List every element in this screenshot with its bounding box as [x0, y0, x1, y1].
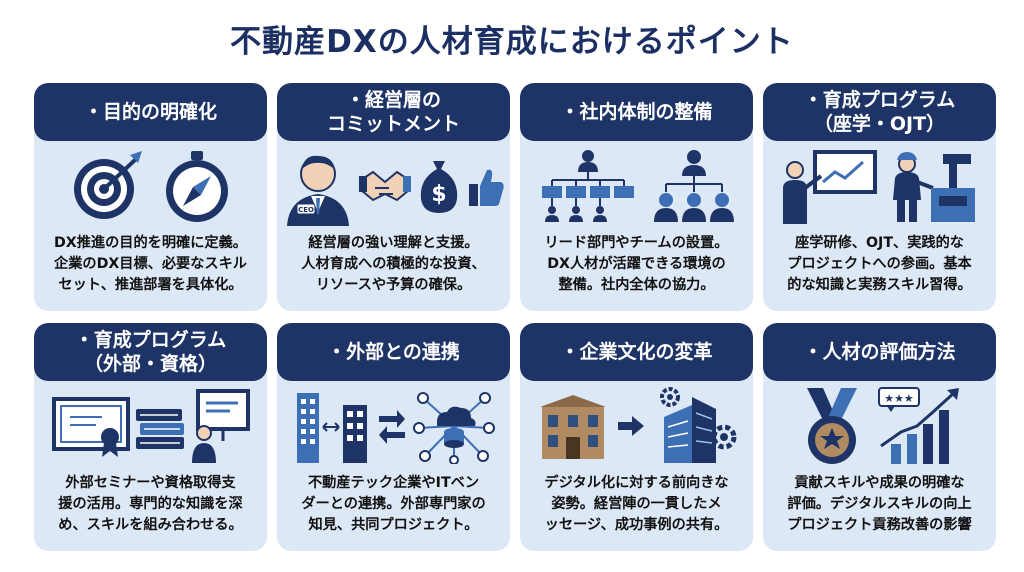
modern-building-icon: [659, 387, 736, 463]
org-chart-icon: [541, 150, 634, 222]
description-line: 不動産テック企業やITベン: [307, 475, 480, 491]
card-icons: CEO $: [277, 141, 510, 231]
page-title: 不動産DXの人材育成におけるポイント: [230, 24, 794, 60]
description-line: 的な知識と実務スキル習得。: [787, 277, 972, 293]
card-description: 外部セミナーや資格取得支 援の活用。専門的な知識を深 め、スキルを組み合わせる。: [34, 471, 267, 536]
description-line: 評価。デジタルスキルの向上: [787, 496, 972, 512]
description-line: DX人材が活躍できる環境の: [547, 256, 726, 272]
medal-icon: [806, 388, 857, 464]
exchange-arrows-icon: [378, 410, 405, 444]
arrow-right-icon: [617, 416, 644, 436]
card-heading: ・社内体制の整備: [520, 83, 753, 141]
card-description: 座学研修、OJT、実践的な プロジェクトへの参画。基本 的な知識と実務スキル習得…: [763, 231, 996, 296]
cloud-network-icon: [412, 392, 495, 464]
card-icons: [520, 381, 753, 471]
svg-text:★★★: ★★★: [884, 392, 914, 405]
description-line: ダーとの連携。外部専門家の: [301, 496, 486, 512]
certificate-icon: [51, 397, 130, 457]
card-description: 経営層の強い理解と支援。 人材育成への積極的な投資、 リソースや予算の確保。: [277, 231, 510, 296]
card-heading: ・育成プログラム （座学・OJT）: [763, 83, 996, 141]
card-description: デジタル化に対する前向きな 姿勢。経営陣の一貫したメ ッセージ、成功事例の共有。: [520, 471, 753, 536]
description-line: 貢献スキルや成果の明確な: [794, 475, 965, 491]
description-line: 企業のDX目標、必要なスキル: [54, 256, 247, 272]
description-line: 援の活用。専門的な知識を深: [58, 496, 243, 512]
ceo-person-icon: CEO: [286, 155, 349, 226]
description-line: 知見、共同プロジェクト。: [308, 517, 479, 533]
card-heading: ・外部との連携: [277, 323, 510, 381]
card-management-commitment: ・経営層の コミットメント CEO $: [277, 83, 510, 311]
card-evaluation-method: ・人材の評価方法 ★★★ 貢献スキルや成果の明確な: [763, 323, 996, 551]
card-icons: [277, 381, 510, 471]
card-heading: ・人材の評価方法: [763, 323, 996, 381]
thumbs-up-icon: [468, 169, 504, 206]
card-purpose: ・目的の明確化 DX推進の目的を明確に定義。 企業のDX目標、必要なスキル: [34, 83, 267, 311]
money-bag-icon: $: [420, 161, 457, 213]
lecture-icon: [782, 150, 877, 224]
card-training-external: ・育成プログラム （外部・資格）: [34, 323, 267, 551]
description-line: プロジェクト貢務改善の影響: [787, 517, 972, 533]
description-line: 姿勢。経営陣の一貫したメ: [551, 496, 722, 512]
description-line: 経営層の強い理解と支援。: [308, 235, 479, 251]
card-icons: [763, 141, 996, 231]
card-heading: ・経営層の コミットメント: [277, 83, 510, 141]
card-culture-change: ・企業文化の変革: [520, 323, 753, 551]
card-heading: ・企業文化の変革: [520, 323, 753, 381]
description-line: リソースや予算の確保。: [315, 277, 472, 293]
card-description: 貢献スキルや成果の明確な 評価。デジタルスキルの向上 プロジェクト貢務改善の影響: [763, 471, 996, 536]
svg-text:$: $: [431, 182, 446, 207]
description-line: プロジェクトへの参画。基本: [787, 256, 972, 272]
description-line: 人材育成への積極的な投資、: [301, 256, 486, 272]
description-line: 座学研修、OJT、実践的な: [795, 235, 964, 251]
description-line: ッセージ、成功事例の共有。: [544, 517, 729, 533]
card-training-ojt: ・育成プログラム （座学・OJT）: [763, 83, 996, 311]
description-line: 外部セミナーや資格取得支: [65, 475, 236, 491]
card-icons: [34, 381, 267, 471]
description-line: デジタル化に対する前向きな: [544, 475, 729, 491]
card-description: DX推進の目的を明確に定義。 企業のDX目標、必要なスキル セット、推進部署を具…: [34, 231, 267, 296]
description-line: セット、推進部署を具体化。: [58, 277, 243, 293]
team-hierarchy-icon: [653, 150, 734, 222]
ceo-badge: CEO: [298, 206, 314, 214]
points-grid: ・目的の明確化 DX推進の目的を明確に定義。 企業のDX目標、必要なスキル: [34, 83, 996, 551]
card-icons: [34, 141, 267, 231]
target-icon: [73, 151, 142, 219]
card-heading: ・育成プログラム （外部・資格）: [34, 323, 267, 381]
compass-icon: [165, 151, 228, 222]
buildings-icon: [296, 393, 367, 463]
description-line: DX推進の目的を明確に定義。: [54, 235, 247, 251]
worker-machine-icon: [892, 152, 975, 222]
description-line: め、スキルを組み合わせる。: [58, 517, 243, 533]
presentation-icon: [191, 389, 250, 463]
card-description: 不動産テック企業やITベン ダーとの連携。外部専門家の 知見、共同プロジェクト。: [277, 471, 510, 536]
handshake-icon: [358, 170, 411, 202]
card-icons: ★★★: [763, 381, 996, 471]
rating-growth-chart-icon: ★★★: [877, 387, 959, 464]
card-internal-structure: ・社内体制の整備: [520, 83, 753, 311]
card-description: リード部門やチームの設置。 DX人材が活躍できる環境の 整備。社内全体の協力。: [520, 231, 753, 296]
card-icons: [520, 141, 753, 231]
books-icon: [135, 409, 184, 449]
card-heading: ・目的の明確化: [34, 83, 267, 141]
old-building-icon: [539, 395, 606, 459]
card-external-collaboration: ・外部との連携: [277, 323, 510, 551]
description-line: 整備。社内全体の協力。: [558, 277, 715, 293]
description-line: リード部門やチームの設置。: [544, 235, 729, 251]
